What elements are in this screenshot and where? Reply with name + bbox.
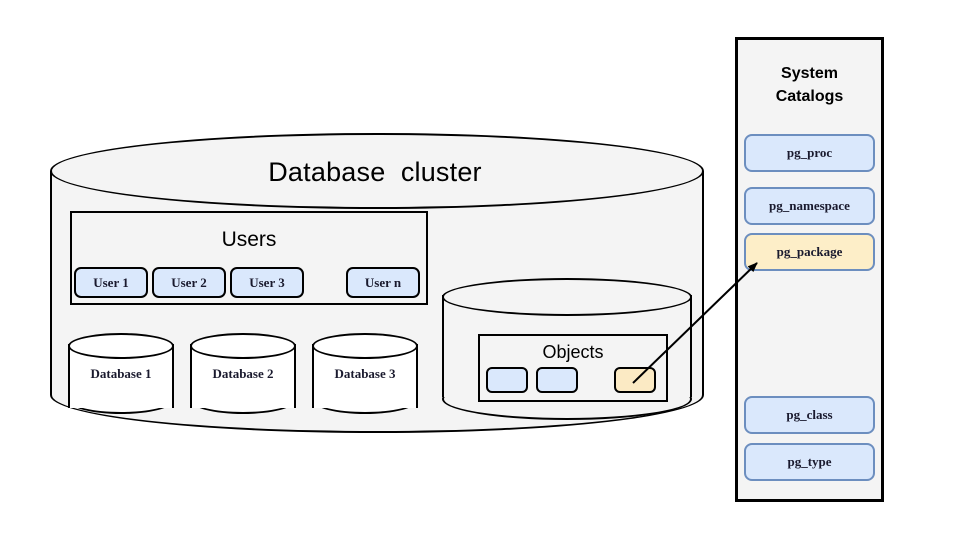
database-cluster-title: Database cluster	[268, 156, 482, 187]
database-label-3: Database 3	[334, 366, 396, 381]
database-cylinder-3-top	[312, 333, 418, 359]
catalog-item-pg-type[interactable]: pg_type	[744, 443, 875, 481]
system-catalogs-title-line-2: Catalogs	[775, 88, 844, 105]
system-catalogs-title-line-1: System	[781, 65, 838, 82]
user-chip-2[interactable]: User 2	[152, 267, 226, 298]
system-catalogs-title: System Catalogs	[745, 60, 874, 110]
catalog-item-pg-proc[interactable]: pg_proc	[744, 134, 875, 172]
catalog-item-pg-package[interactable]: pg_package	[744, 233, 875, 271]
database-cylinder-1[interactable]: Database 1	[68, 333, 174, 419]
user-chip-1[interactable]: User 1	[74, 267, 148, 298]
user-chip-3[interactable]: User 3	[230, 267, 304, 298]
catalog-item-pg-class[interactable]: pg_class	[744, 396, 875, 434]
user-chip-n[interactable]: User n	[346, 267, 420, 298]
cluster-cylinder-top	[50, 133, 704, 209]
objects-cylinder-top	[442, 278, 692, 316]
database-label-2: Database 2	[212, 366, 274, 381]
object-chip-1[interactable]	[486, 367, 528, 393]
object-chip-2[interactable]	[536, 367, 578, 393]
database-label-1: Database 1	[90, 366, 152, 381]
database-cylinder-1-top	[68, 333, 174, 359]
database-cylinder-3[interactable]: Database 3	[312, 333, 418, 419]
objects-section-label: Objects	[542, 341, 604, 362]
object-chip-highlighted[interactable]	[614, 367, 656, 393]
catalog-item-pg-namespace[interactable]: pg_namespace	[744, 187, 875, 225]
database-cylinder-2[interactable]: Database 2	[190, 333, 296, 419]
database-cylinder-2-top	[190, 333, 296, 359]
users-section-label: Users	[221, 228, 277, 251]
